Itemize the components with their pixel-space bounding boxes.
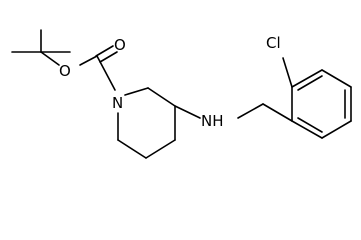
bond-aryl-c6-c1 [291, 120, 323, 139]
bond-carbonyl-double-b [99, 51, 118, 63]
bond-carbonyl-double-a [95, 45, 114, 57]
bond-c3-nh [174, 105, 201, 119]
bond-tbu-c-ester-o [40, 51, 60, 66]
aminomethyl-linker [174, 103, 293, 122]
bond-aryl-inner-a [297, 75, 323, 91]
chlorophenyl-ring [282, 57, 352, 139]
bond-aryl-c3-c4 [321, 69, 352, 88]
amine-label: NH [201, 112, 224, 130]
bond-ring-c4-c5 [145, 139, 176, 159]
chemical-structure: O O N NH Cl [11, 29, 352, 159]
bond-aryl-c-cl [282, 57, 293, 88]
bond-ring-n-c2 [124, 87, 149, 96]
ring-nitrogen-label: N [112, 94, 123, 112]
carbamate-group [79, 45, 118, 91]
bond-ester-o-carbonyl-c [79, 55, 98, 66]
bond-ring-c5-c6 [117, 139, 147, 159]
bond-aryl-c5-c6 [321, 120, 352, 139]
carbonyl-oxygen-label: O [114, 36, 126, 54]
bond-ring-c2-c3 [147, 87, 176, 107]
ester-oxygen-label: O [59, 62, 71, 80]
bond-ch2-aryl [262, 103, 293, 122]
bond-aryl-inner-c [297, 117, 323, 133]
bond-aryl-c2-c3 [291, 69, 323, 88]
chlorine-label: Cl [266, 34, 281, 52]
bond-carbonyl-c-ring-n [96, 55, 116, 91]
bond-nh-ch2 [237, 103, 264, 119]
piperidine-ring [117, 87, 176, 159]
tert-butyl-group [11, 29, 71, 66]
